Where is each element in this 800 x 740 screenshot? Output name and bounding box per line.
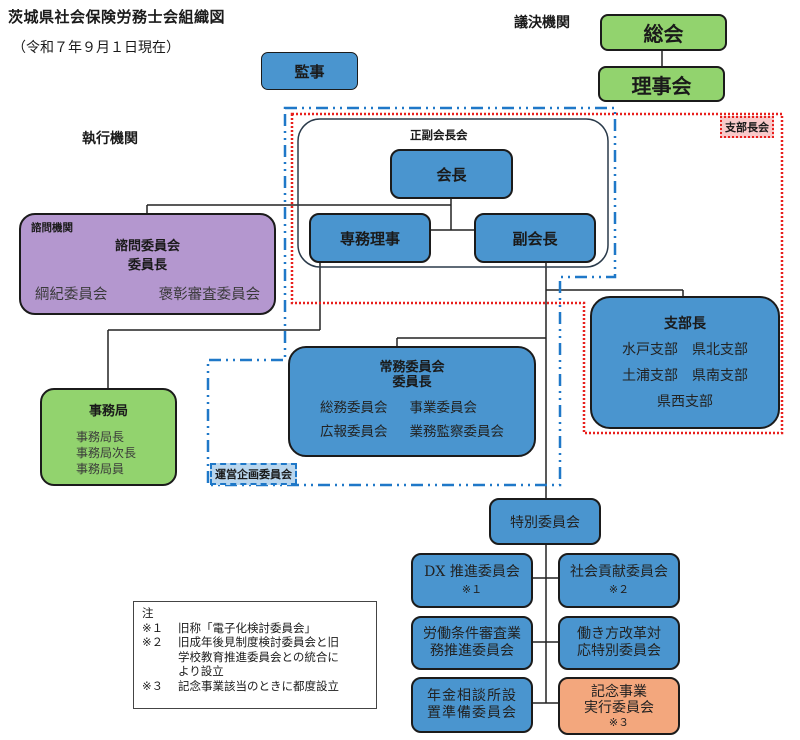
standing-committee-chair: 委員長 bbox=[392, 374, 432, 390]
executive-section-label: 執行機関 bbox=[82, 131, 138, 147]
vice-president-box[interactable]: 副会長 bbox=[474, 213, 596, 263]
special-committee-title: 特別委員会 bbox=[510, 514, 580, 531]
standing-committee-title: 常務委員会 bbox=[379, 359, 445, 375]
note-key: ※２ bbox=[142, 635, 164, 649]
secretariat-title: 事務局 bbox=[88, 404, 128, 419]
advisory-chair: 委員長 bbox=[127, 258, 167, 273]
committee-name-line: 労働条件審査業 bbox=[423, 626, 521, 642]
committee-name: DX 推進委員会 bbox=[424, 563, 520, 580]
board-label: 理事会 bbox=[631, 73, 692, 98]
advisory-member: 綱紀委員会 bbox=[34, 287, 108, 303]
standing-committee-item: 広報委員会 bbox=[320, 423, 388, 440]
note-key: ※３ bbox=[142, 678, 164, 693]
special-committee-item[interactable]: 働き方改革対 応特別委員会 bbox=[558, 616, 680, 670]
president-box[interactable]: 会長 bbox=[390, 149, 513, 199]
secretariat-box[interactable]: 事務局 事務局長 事務局次長 事務局員 bbox=[40, 388, 177, 486]
committee-note: ※３ bbox=[608, 715, 630, 729]
standing-committee-box[interactable]: 常務委員会 委員長 総務委員会 事業委員会 広報委員会 業務監察委員会 bbox=[288, 346, 536, 457]
secretariat-item: 事務局次長 bbox=[76, 446, 137, 460]
special-committee-item[interactable]: 年金相談所設 置準備委員会 bbox=[411, 677, 533, 733]
vice-president-label: 副会長 bbox=[512, 229, 558, 248]
advisory-member: 褒彰審査委員会 bbox=[158, 287, 261, 303]
committee-note: ※２ bbox=[608, 582, 630, 596]
general-assembly-label: 総会 bbox=[643, 22, 684, 46]
note-text: 旧称「電子化検討委員会」 bbox=[178, 620, 316, 635]
managing-director-label: 専務理事 bbox=[339, 229, 400, 248]
special-committee-item[interactable]: 労働条件審査業 務推進委員会 bbox=[411, 616, 533, 670]
standing-committee-item: 業務監察委員会 bbox=[409, 423, 505, 440]
branch-item: 水戸支部 bbox=[622, 341, 678, 358]
advisory-committee-box[interactable]: 諮問機関 諮問委員会 委員長 綱紀委員会 褒彰審査委員会 bbox=[19, 213, 276, 315]
as-of-date: （令和７年９月１日現在） bbox=[12, 40, 180, 56]
note-key: ※１ bbox=[142, 620, 164, 635]
note-text: 旧成年後見制度検討委員会と旧 bbox=[178, 635, 339, 649]
steering-committee-tag: 運営企画委員会 bbox=[210, 463, 297, 485]
committee-name-line: 応特別委員会 bbox=[577, 643, 661, 659]
branch-item: 県北支部 bbox=[692, 341, 748, 358]
note-text: 学校教育推進委員会との統合に bbox=[178, 649, 339, 664]
special-committee-box[interactable]: 特別委員会 bbox=[489, 498, 601, 545]
committee-note: ※１ bbox=[461, 582, 483, 596]
board-box[interactable]: 理事会 bbox=[598, 66, 725, 102]
branches-title: 支部長 bbox=[664, 315, 706, 332]
managing-director-box[interactable]: 専務理事 bbox=[309, 213, 431, 263]
notes-heading: 注 bbox=[142, 606, 154, 620]
note-text: より設立 bbox=[178, 664, 224, 678]
special-committee-item[interactable]: DX 推進委員会 ※１ bbox=[411, 553, 533, 608]
committee-name-line: 記念事業 bbox=[591, 683, 647, 700]
president-label: 会長 bbox=[436, 165, 467, 184]
committee-name-line: 働き方改革対 bbox=[577, 626, 661, 642]
note-text: 記念事業該当のときに都度設立 bbox=[178, 678, 339, 693]
special-committee-item[interactable]: 社会貢献委員会 ※２ bbox=[558, 553, 680, 608]
committee-name-line: 置準備委員会 bbox=[427, 705, 517, 721]
committee-name-line: 務推進委員会 bbox=[430, 643, 514, 659]
legislative-section-label: 議決機関 bbox=[514, 15, 570, 31]
special-committee-item[interactable]: 記念事業 実行委員会 ※３ bbox=[558, 677, 680, 735]
committee-name: 社会貢献委員会 bbox=[570, 563, 668, 580]
auditor-box[interactable]: 監事 bbox=[261, 52, 358, 90]
standing-committee-item: 事業委員会 bbox=[409, 399, 478, 416]
general-assembly-box[interactable]: 総会 bbox=[600, 14, 727, 51]
notes-box: 注 ※１ 旧称「電子化検討委員会」 ※２ 旧成年後見制度検討委員会と旧 学校教育… bbox=[133, 601, 377, 709]
branch-item: 県南支部 bbox=[692, 367, 748, 384]
standing-committee-item: 総務委員会 bbox=[320, 399, 388, 416]
president-council-label: 正副会長会 bbox=[410, 128, 468, 142]
secretariat-item: 事務局員 bbox=[76, 462, 125, 476]
branch-council-tag: 支部長会 bbox=[720, 116, 774, 138]
page-title: 茨城県社会保険労務士会組織図 bbox=[8, 8, 226, 26]
committee-name-line: 実行委員会 bbox=[584, 699, 654, 716]
advisory-tag: 諮問機関 bbox=[31, 222, 73, 234]
branch-item: 土浦支部 bbox=[622, 367, 678, 384]
committee-name-line: 年金相談所設 bbox=[427, 688, 517, 704]
advisory-title: 諮問委員会 bbox=[114, 239, 180, 254]
branch-item: 県西支部 bbox=[657, 393, 713, 410]
secretariat-item: 事務局長 bbox=[76, 430, 125, 444]
auditor-label: 監事 bbox=[294, 62, 325, 81]
branches-box[interactable]: 支部長 水戸支部県北支部 土浦支部県南支部 県西支部 bbox=[590, 296, 780, 429]
